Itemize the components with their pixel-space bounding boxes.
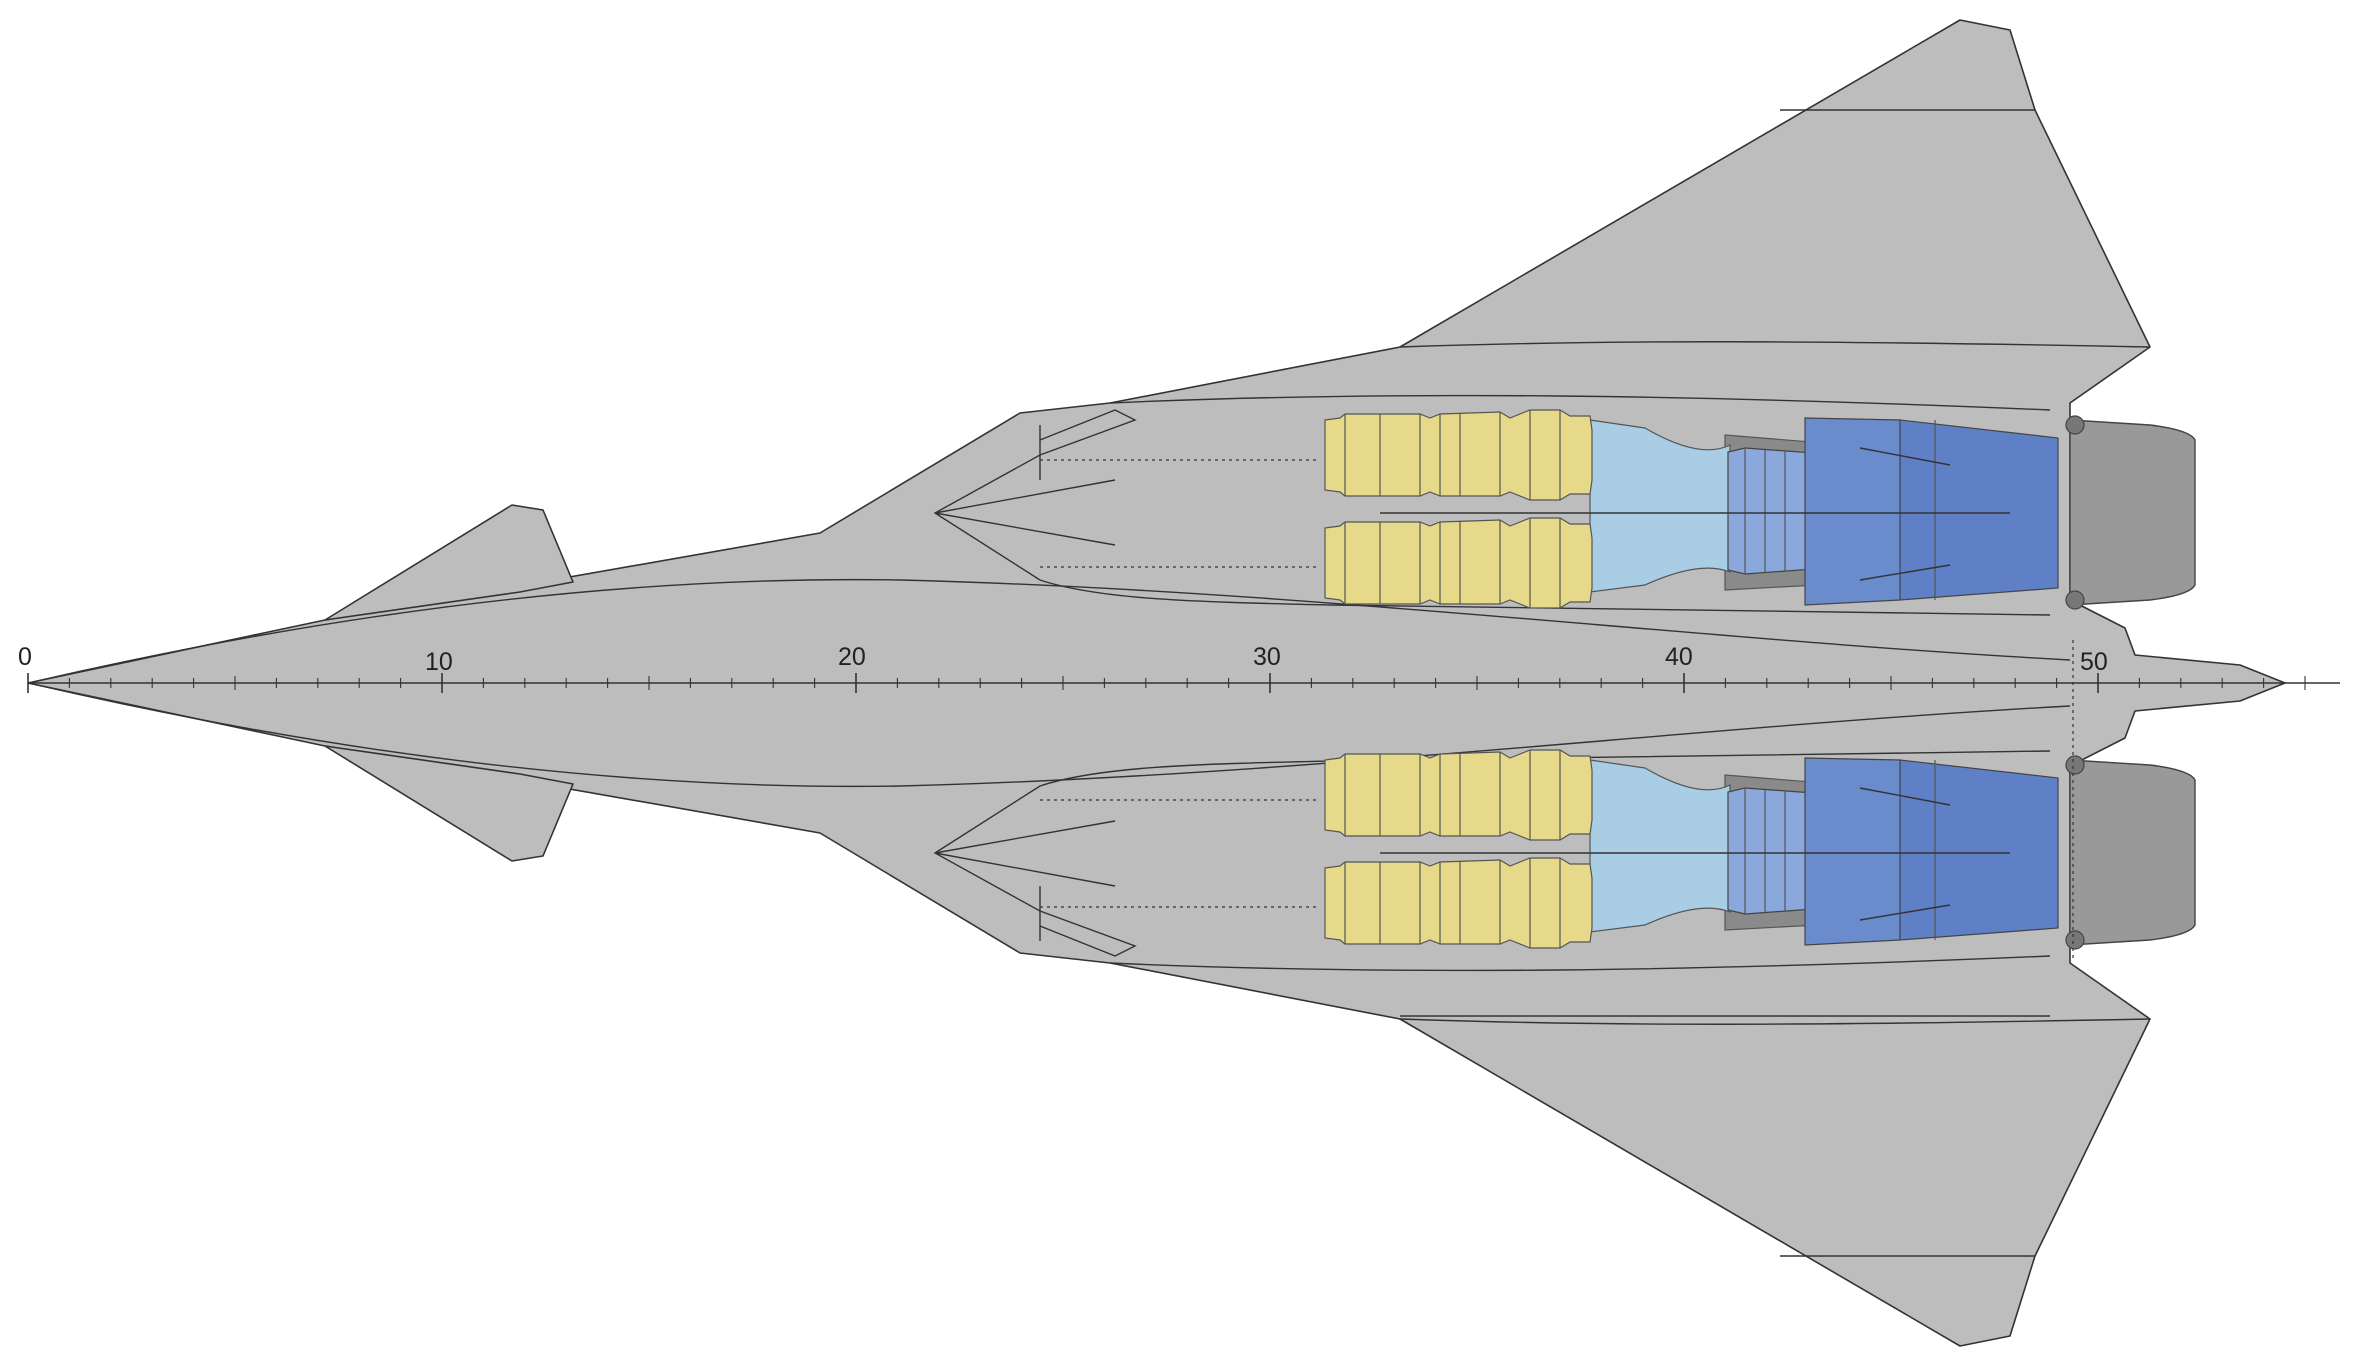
wing-root-top	[1399, 341, 2151, 348]
flap-line-bottom	[1109, 955, 2051, 972]
scale-ruler	[27, 640, 2340, 960]
duct-guide-bottom	[1039, 750, 2051, 787]
scale-label-30: 30	[1253, 643, 1281, 671]
scale-labels: 0 10 20 30 40 50	[18, 643, 2108, 676]
chine-line-top	[27, 578, 2071, 684]
flap-line-top	[1109, 394, 2051, 411]
scale-label-10: 10	[425, 648, 453, 676]
intake-top	[933, 409, 1137, 581]
wing-root-bottom	[1399, 1018, 2151, 1025]
scale-label-20: 20	[838, 643, 866, 671]
intake-bottom	[933, 785, 1137, 957]
scale-label-50: 50	[2080, 648, 2108, 676]
canard-top	[324, 504, 574, 621]
canard-bottom	[324, 745, 574, 862]
chine-line-bottom	[27, 682, 2071, 788]
duct-guide-top	[1039, 579, 2051, 616]
scale-label-40: 40	[1665, 643, 1693, 671]
scale-label-0: 0	[18, 643, 32, 671]
